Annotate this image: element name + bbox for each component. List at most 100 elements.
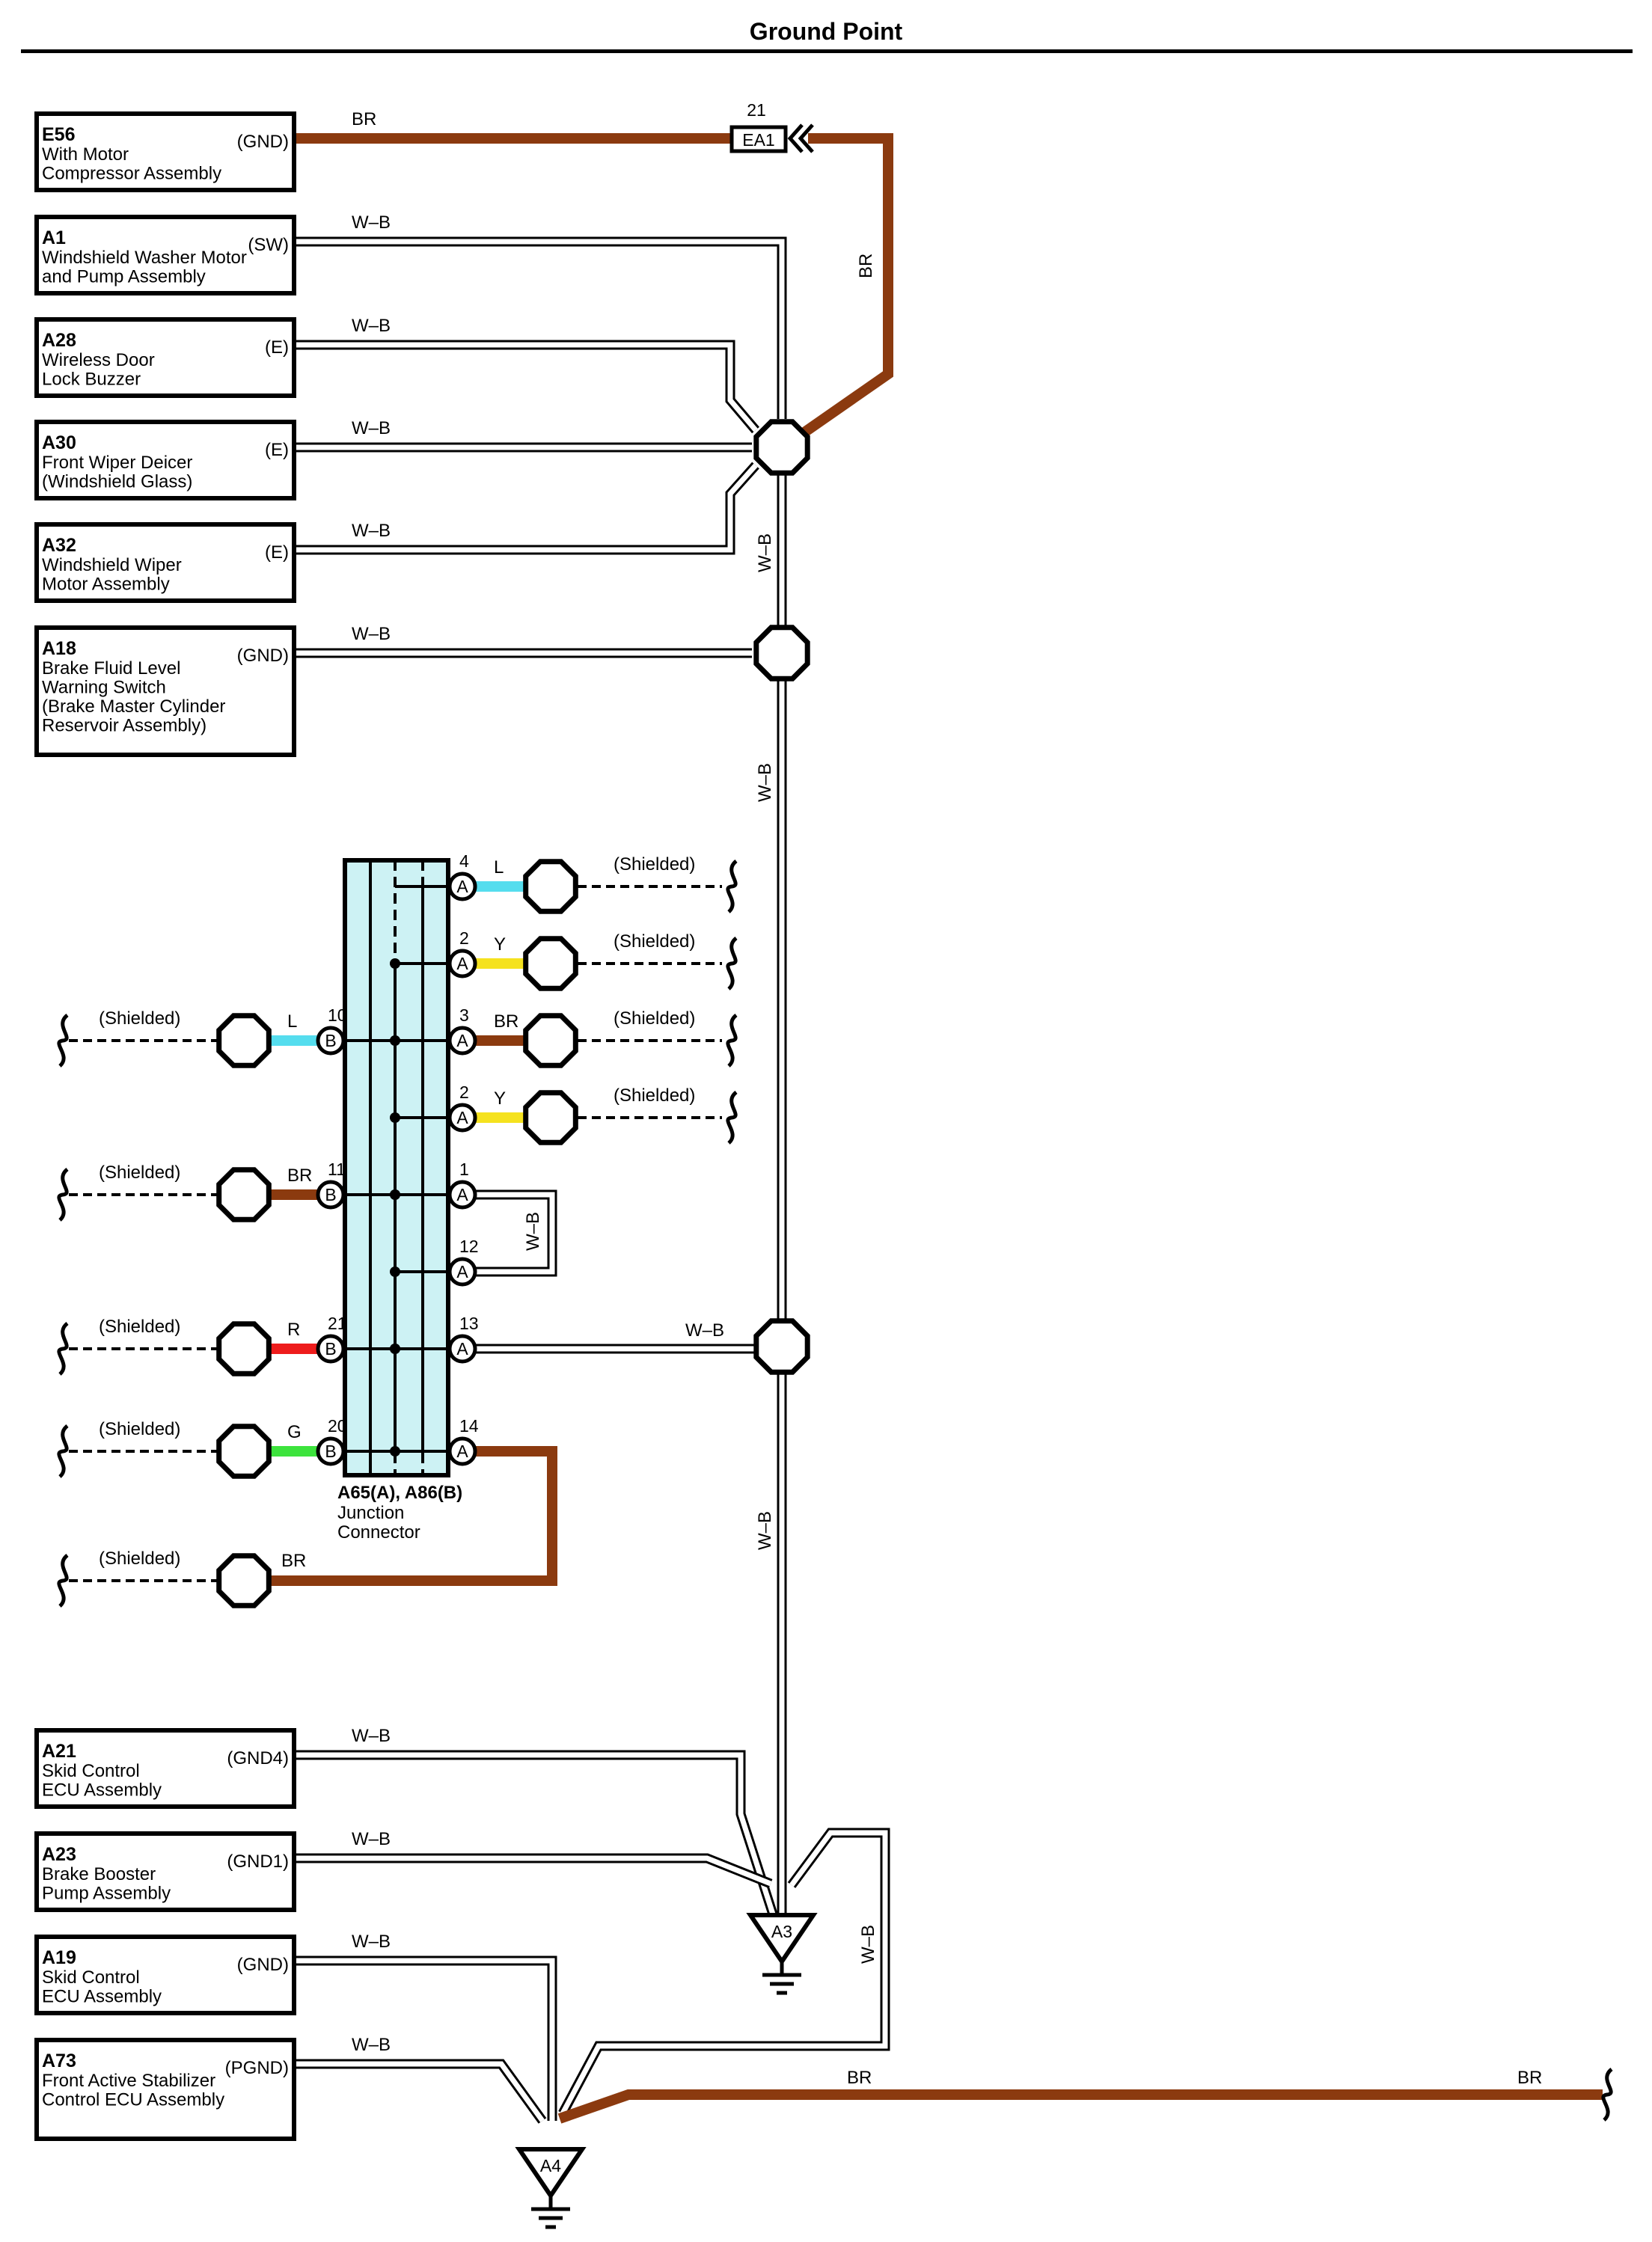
component-code: A32 — [42, 535, 76, 556]
junction-right-pin-number: 1 — [459, 1160, 469, 1179]
component-pin-label: (E) — [265, 440, 289, 460]
junction-right-shielded-label: (Shielded) — [614, 931, 695, 952]
component-box-a23 — [34, 1831, 296, 1912]
trunk-wire-label-2: W–B — [755, 763, 775, 802]
junction-left-wire-label: R — [287, 1320, 300, 1340]
junction-right-splice — [523, 1090, 578, 1145]
wire-color-label: W–B — [352, 1932, 391, 1952]
component-code: A18 — [42, 638, 76, 659]
wire-a19-wb — [296, 1955, 557, 2121]
component-desc-line: Brake Fluid Level — [42, 658, 180, 679]
ea1-chevron-2 — [798, 123, 814, 153]
ea1-label: EA1 — [742, 130, 774, 150]
junction-bottom-shielded-label: (Shielded) — [99, 1549, 180, 1569]
component-desc-line: Wireless Door — [42, 350, 155, 370]
wire-junction-loop-wb-core — [475, 1192, 555, 1275]
component-code: A19 — [42, 1947, 76, 1968]
a3-loop-wire-label: W–B — [858, 1925, 878, 1964]
wire-a28-wb-outline — [296, 340, 759, 434]
wire-a3-loop-wb-core — [560, 1830, 888, 2115]
junction-right-wire-label: Y — [494, 1088, 506, 1109]
junction-right-pin-number: 2 — [459, 928, 469, 948]
junction-bottom-splice — [216, 1553, 272, 1608]
ea1-pin-number: 21 — [747, 100, 766, 120]
wire-a32-wb — [296, 462, 759, 555]
junction-right-break — [726, 1014, 738, 1068]
component-desc-line: Motor Assembly — [42, 575, 170, 595]
component-desc-line: Skid Control — [42, 1967, 140, 1988]
page-title: Ground Point — [749, 18, 903, 45]
trunk-wire-label-1: W–B — [755, 533, 775, 572]
wire-color-label: W–B — [352, 2035, 391, 2055]
wire-a21-wb — [296, 1750, 780, 1920]
junction-left-break — [57, 1168, 69, 1222]
junction-left-pin-number: 20 — [328, 1416, 347, 1436]
junction-right-pin-number: 13 — [459, 1314, 479, 1333]
junction-right-pin-number: 3 — [459, 1005, 469, 1025]
junction-left-pin-number: 10 — [328, 1005, 347, 1025]
component-pin-label: (E) — [265, 542, 289, 563]
junction-right-shielded-label: (Shielded) — [614, 1008, 695, 1029]
component-code: A1 — [42, 227, 66, 248]
component-code: A21 — [42, 1741, 76, 1762]
component-desc-line: Brake Booster — [42, 1864, 156, 1884]
component-pin-label: (GND) — [237, 646, 289, 666]
junction-pin-a2-letter: A — [456, 1108, 468, 1127]
wire-a23-wb-outline — [296, 1853, 773, 1889]
ground-a4-label: A4 — [540, 2156, 561, 2175]
junction-pin-a2-letter: A — [456, 954, 468, 973]
component-pin-label: (SW) — [248, 235, 289, 255]
junction-left-shielded-label: (Shielded) — [99, 1163, 180, 1183]
junction-pin-a13 — [447, 1334, 477, 1364]
wire-color-label: W–B — [352, 418, 391, 438]
junction-pin-a14-letter: A — [456, 1442, 468, 1461]
component-desc-line: Warning Switch — [42, 678, 166, 698]
parts-layer — [34, 111, 818, 2229]
junction-pin-a12 — [447, 1257, 477, 1287]
junction-bottom-wire-label: BR — [281, 1551, 306, 1571]
component-pin-label: (E) — [265, 337, 289, 358]
wire-color-label: W–B — [352, 521, 391, 541]
title-rule — [21, 49, 1633, 53]
junction-right-break — [726, 860, 738, 913]
junction-node-dot — [390, 1035, 400, 1046]
junction-pin-a2 — [447, 949, 477, 978]
junction-pin-a1-letter: A — [456, 1185, 468, 1204]
wire-color-label: W–B — [352, 624, 391, 644]
splice-1 — [753, 419, 810, 476]
junction-left-pin-number: 11 — [328, 1160, 346, 1179]
junction-pin-a3-letter: A — [456, 1031, 468, 1050]
junction-right-shielded-label: (Shielded) — [614, 1085, 695, 1106]
junction-pin-b11-letter: B — [325, 1185, 336, 1204]
junction-right-break — [726, 937, 738, 990]
component-box-a28 — [34, 317, 296, 398]
wire-color-label: W–B — [352, 212, 391, 233]
junction-pin-b11 — [316, 1180, 346, 1210]
junction-node-dot — [390, 1112, 400, 1123]
junction-left-wire-label: L — [287, 1011, 297, 1032]
junction-name: A65(A), A86(B) — [337, 1483, 462, 1503]
component-desc-line: (Brake Master Cylinder — [42, 696, 225, 717]
component-pin-label: (PGND) — [225, 2058, 289, 2078]
component-desc-line: ECU Assembly — [42, 1987, 162, 2007]
junction-pin-a13-letter: A — [456, 1339, 468, 1359]
junction-pin-b20-letter: B — [325, 1442, 336, 1461]
component-box-e56 — [34, 111, 296, 192]
wire-ea1-br-return — [801, 133, 893, 437]
component-code: A30 — [42, 432, 76, 453]
wire-a28-wb — [296, 340, 759, 434]
component-desc-line: (Windshield Glass) — [42, 472, 192, 492]
junction-pin-b20 — [316, 1436, 346, 1466]
component-pin-label: (GND) — [237, 132, 289, 152]
component-box-a18 — [34, 625, 296, 757]
bottom-br-label-1: BR — [847, 2068, 872, 2088]
junction-pin-a1 — [447, 1180, 477, 1210]
component-desc-line: Front Active Stabilizer — [42, 2071, 215, 2091]
wire-a28-wb-core — [296, 342, 758, 432]
junction-pin-a4 — [447, 872, 477, 901]
junction-right-pin-number: 14 — [459, 1416, 479, 1436]
junction-left-splice — [216, 1013, 272, 1068]
component-box-a19 — [34, 1935, 296, 2015]
component-desc-line: Lock Buzzer — [42, 370, 141, 390]
junction-node-dot — [390, 1446, 400, 1457]
